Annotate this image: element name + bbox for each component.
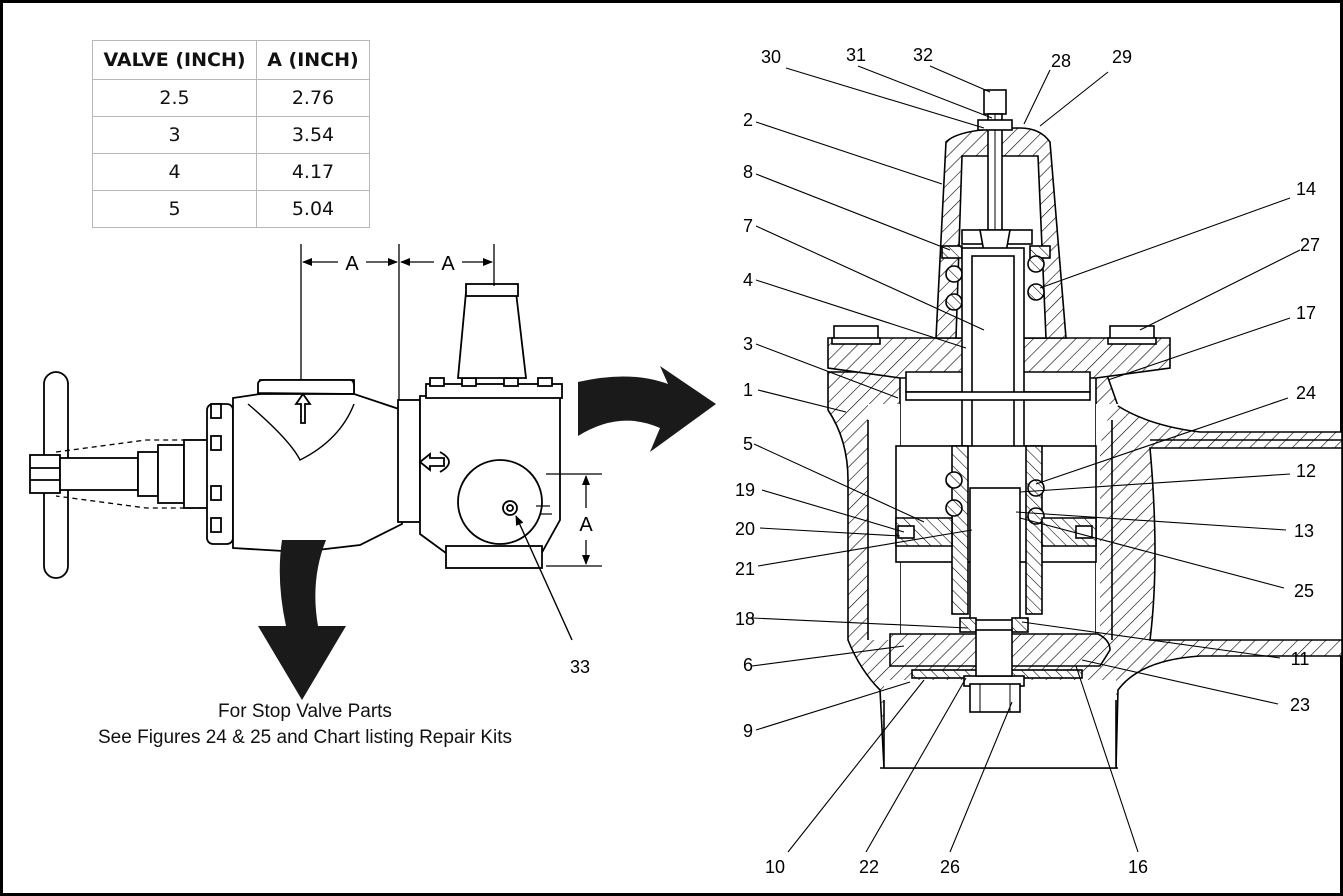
piston-spring (945, 471, 1045, 525)
arrow-to-stop-valve-parts (258, 540, 346, 700)
lower-stem (969, 487, 1021, 621)
dimension-table: VALVE (INCH) A (INCH) 2.5 2.76 3 3.54 4 … (92, 40, 370, 228)
part-label-30: 30 (761, 47, 781, 67)
stop-valve-body (232, 379, 403, 553)
callout-33: 33 (570, 657, 590, 677)
flow-arrow-up (294, 392, 312, 424)
part-label-4: 4 (743, 270, 753, 290)
part-label-12: 12 (1296, 461, 1316, 481)
part-numbers: 30 31 32 28 29 2 8 7 4 3 1 5 19 20 21 18… (735, 45, 1320, 877)
part-label-29: 29 (1112, 47, 1132, 67)
piston-stem (971, 255, 1015, 473)
part-label-1: 1 (743, 380, 753, 400)
cell-valve: 5 (92, 190, 257, 228)
dimension-a-label: A (345, 253, 359, 275)
regulator-bolts (429, 377, 553, 387)
arrow-to-section-view (578, 366, 716, 452)
part-label-22: 22 (859, 857, 879, 877)
stem-bottom-nut (969, 683, 1021, 713)
part-label-23: 23 (1290, 695, 1310, 715)
part-label-28: 28 (1051, 51, 1071, 71)
part-label-19: 19 (735, 480, 755, 500)
part-label-5: 5 (743, 434, 753, 454)
section-view (827, 89, 1343, 769)
part-label-21: 21 (735, 559, 755, 579)
cell-a: 3.54 (256, 116, 370, 154)
flow-arrow-left (418, 452, 445, 472)
part-label-18: 18 (735, 609, 755, 629)
table-row: 4 4.17 (92, 153, 370, 191)
part-label-31: 31 (846, 45, 866, 65)
table-row: 5 5.04 (92, 190, 370, 228)
part-label-25: 25 (1294, 581, 1314, 601)
part-label-7: 7 (743, 216, 753, 236)
stem-nut (29, 454, 61, 494)
part-label-26: 26 (940, 857, 960, 877)
external-valve-view (29, 283, 563, 579)
part-label-32: 32 (913, 45, 933, 65)
part-label-27: 27 (1300, 235, 1320, 255)
piston-left (895, 517, 953, 547)
part-label-9: 9 (743, 721, 753, 741)
part-label-13: 13 (1294, 521, 1314, 541)
dimension-a-label: A (579, 514, 593, 536)
regulator-spring-housing (457, 291, 528, 379)
part-label-24: 24 (1296, 383, 1316, 403)
cell-a: 5.04 (256, 190, 370, 228)
dimension-a-label: A (441, 253, 455, 275)
part-label-8: 8 (743, 162, 753, 182)
part-label-14: 14 (1296, 179, 1316, 199)
lock-nut (977, 119, 1013, 131)
part-label-6: 6 (743, 655, 753, 675)
stop-valve-note-line1: For Stop Valve Parts (218, 701, 392, 722)
cell-valve: 2.5 (92, 79, 257, 117)
part-label-11: 11 (1291, 649, 1310, 669)
piston-right (1041, 517, 1097, 547)
callout-33-leader (515, 515, 573, 641)
table-row: 2.5 2.76 (92, 79, 370, 117)
valve-stem (59, 457, 139, 491)
table-row: 3 3.54 (92, 116, 370, 154)
part-label-17: 17 (1296, 303, 1316, 323)
part-label-10: 10 (765, 857, 785, 877)
cell-a: 4.17 (256, 153, 370, 191)
part-label-2: 2 (743, 110, 753, 130)
part-label-20: 20 (735, 519, 755, 539)
flange-bolts (210, 403, 222, 533)
part-leaders (751, 65, 1301, 853)
part-label-3: 3 (743, 334, 753, 354)
adjusting-screw-head (983, 89, 1007, 115)
dimension-lines (300, 244, 602, 567)
stop-valve-note-line2: See Figures 24 & 25 and Chart listing Re… (98, 727, 512, 748)
part-label-16: 16 (1128, 857, 1148, 877)
coupling (397, 399, 421, 523)
regulator-gauge-port (457, 459, 543, 545)
